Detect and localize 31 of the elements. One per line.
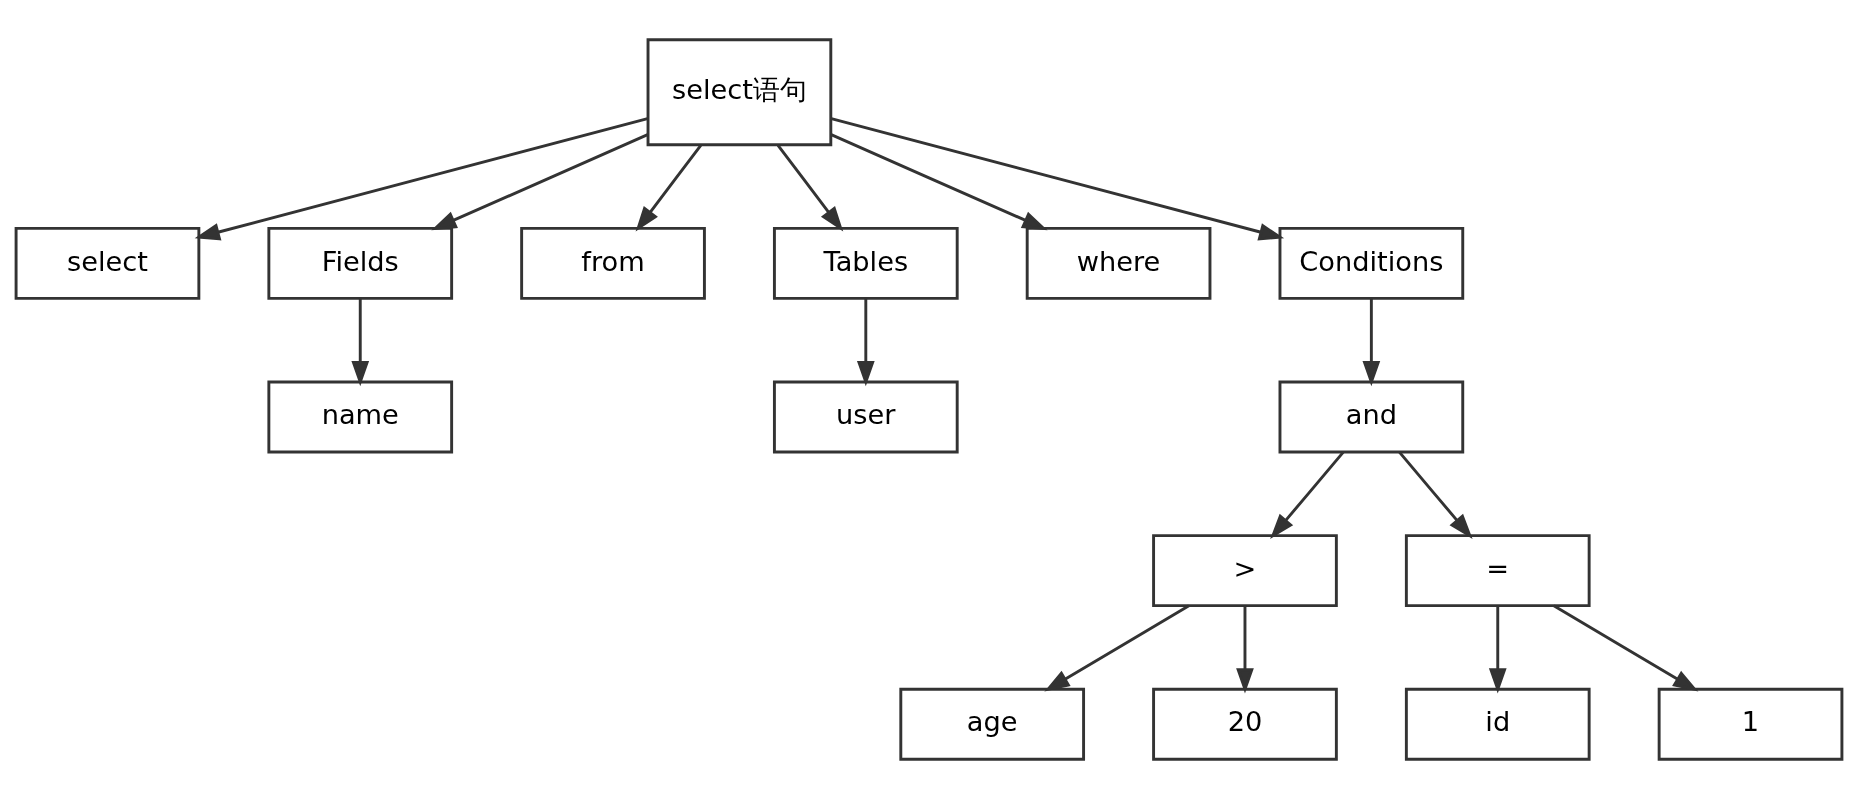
node-box: and bbox=[1278, 380, 1465, 453]
arrow bbox=[1553, 604, 1699, 691]
node-box: from bbox=[520, 226, 706, 300]
node-box: select语句 bbox=[646, 37, 833, 146]
arrow bbox=[856, 298, 875, 386]
node-box: where bbox=[1025, 226, 1212, 300]
arrow bbox=[1398, 450, 1473, 539]
arrow bbox=[351, 298, 370, 386]
node-box: name bbox=[267, 380, 454, 453]
arrow bbox=[1488, 605, 1507, 694]
node-box: select bbox=[14, 226, 201, 300]
arrow bbox=[1044, 604, 1190, 691]
node-box: > bbox=[1152, 533, 1338, 607]
node-box: Tables bbox=[772, 226, 959, 300]
arrow bbox=[830, 116, 1285, 240]
arrow bbox=[431, 132, 649, 230]
node-box: id bbox=[1404, 687, 1591, 761]
node-box: age bbox=[899, 687, 1086, 761]
node-box: 20 bbox=[1152, 687, 1338, 761]
node-box: user bbox=[772, 380, 959, 453]
node-box: Conditions bbox=[1278, 226, 1465, 300]
arrow bbox=[194, 116, 648, 240]
arrow bbox=[776, 143, 844, 232]
node-box: Fields bbox=[267, 226, 454, 300]
node-box: = bbox=[1404, 533, 1591, 607]
arrow bbox=[1270, 450, 1345, 539]
node-box: 1 bbox=[1657, 687, 1844, 761]
arrow bbox=[1236, 605, 1254, 694]
arrow bbox=[1362, 298, 1381, 386]
arrow bbox=[635, 143, 702, 232]
arrow bbox=[830, 132, 1048, 230]
